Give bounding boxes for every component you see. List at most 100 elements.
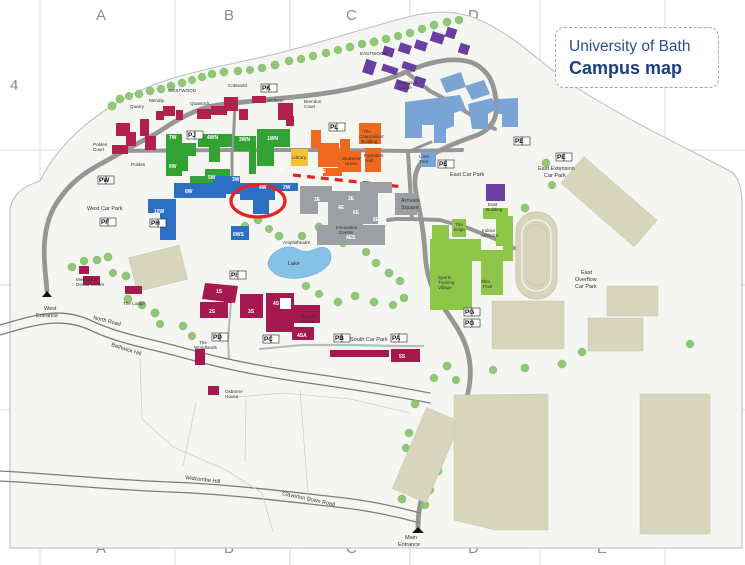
grid-column-c-top: C [346,7,357,24]
pl-code: PL [330,124,338,131]
eastwood-label: EASTWOOD [360,51,387,56]
the-woodlands-label-2: Woodlands [194,345,218,350]
grid-column-d-top: D [468,7,479,24]
building-3w: 3W [232,177,240,183]
west-entrance-label-1: West [44,306,57,312]
main-entrance-label-2: Entrance [398,542,420,548]
building-6ws: 6WS [233,232,245,238]
parking-symbol-text: PW PJ PK PL PE PE PE PC PD PB PA PG PI P… [99,85,566,343]
west-residential [112,96,294,154]
grid-column-b-top: B [224,7,234,24]
building-7w: 7W [169,135,177,141]
amphitheatre-label: Amphitheatre [283,240,311,245]
building-10w: 10W [154,209,165,215]
main-entrance-label-1: Main [405,535,417,541]
indoor-athletics-label-1: Indoor [482,228,495,233]
pb-code: PB [335,335,344,342]
the-chancellors-building-label-2: Chancellors' [359,134,384,139]
central-orange-buildings [291,123,381,176]
south-buildings [79,266,420,395]
highlight-route [292,173,405,189]
grid-row-4-left: 4 [10,77,18,94]
polden-court-label-2: Court [93,147,105,152]
founders-hall-label-1: Founders [364,153,384,158]
sports-training-village-label-1: Sports [438,275,452,280]
winter-centre-label-1: Winter [302,314,316,319]
pe-code-right: PE [557,154,566,161]
the-lodge-label: The Lodge [123,301,145,306]
mendip-label: Mendip [149,98,165,103]
map-title-campus: Campus map [569,58,683,78]
pf-code: PF [101,219,109,226]
pg-code-top: PG [465,309,474,316]
winter-centre-label-2: Centre [302,319,316,324]
sports-training-village-label-3: Village [438,285,452,290]
slim-pool-label-1: Slim [481,279,490,284]
innovation-centre-label-2: Centre [339,230,353,235]
arrivals-square-label-1: Arrivals [401,198,420,204]
lime-tree-label-1: Lime [419,154,429,159]
building-codes: 10W 8W 7W 6W 5W 4W 3W 2W 1W 1WN 3WN 4WN … [154,135,406,360]
wolfson-label: Wolfson [267,98,284,103]
main-entrance-marker [412,527,424,533]
eastwood-buildings [362,26,505,201]
building-1wn: 1WN [267,136,279,142]
quantock-label: Quantock [190,101,210,106]
building-2w: 2W [283,185,291,191]
osborne-house-label-1: Osborne [225,389,243,394]
medical-centre-label-2: Dental Centre [76,282,105,287]
building-4wn: 4WN [207,135,219,141]
building-6e: 6E [353,210,360,216]
building-4es: 4ES [346,235,356,241]
students-union-label-1: Students' [342,156,361,161]
arrivals-square-label-2: Square [401,205,419,211]
slim-pool-label-2: Pool [483,284,492,289]
building-1s: 1S [216,289,223,295]
pe-code-mid: PE [439,161,448,168]
widcombe-hill-label: Widcombe Hill [185,475,221,485]
polden-court-label-1: Polden [93,142,108,147]
east-overflow-car-park-label-1: East [581,270,592,276]
sports-buildings [430,208,513,310]
medical-centre-label-1: Medical & [76,277,96,282]
polden-label: Polden [131,162,146,167]
building-4sa: 4SA [297,333,307,339]
campus-boundary [9,11,743,549]
building-1w: 1W [277,167,285,173]
eastwood-lodge-label-2: Lodge [399,85,412,90]
building-4w: 4W [259,185,267,191]
map-title-university: University of Bath [569,38,691,55]
building-8e: 8E [373,217,380,223]
the-chancellors-building-label-3: Building [361,139,378,144]
students-union-label-2: Union [345,161,357,166]
pw-code: PW [99,177,110,184]
highlight-circle [229,183,287,219]
athletics-track [515,211,558,300]
east-extension-car-park-label-2: Car Park [544,173,566,179]
lime-tree-label-2: Tree [419,159,429,164]
east-building-label-2: Building [486,207,503,212]
pa-code: PA [392,335,401,342]
pg-code: PG [465,320,474,327]
brendon-court-label-2: Court [304,104,316,109]
library-label: Library [292,155,307,160]
innovation-centre-label-1: Innovation [336,225,358,230]
central-grey-buildings [300,182,417,245]
ph-code: PH [151,220,160,227]
building-4e: 4E [338,205,345,211]
east-car-park-label: East Car Park [450,172,484,178]
west-car-park-label: West Car Park [87,206,123,212]
pi-code: PI [231,272,237,279]
sports-training-village-label-2: Training [438,280,455,285]
east-overflow-car-park-label-3: Car Park [575,284,597,290]
lake-label: Lake [288,261,300,267]
pc-code: PC [264,336,273,343]
east-extension-car-park-label-1: East Extension [538,166,575,172]
pj-code: PJ [188,132,196,139]
eastwood-lodge-label-1: Eastwood [397,80,418,85]
south-car-park-label: South Car Park [350,337,388,343]
lake [267,246,332,279]
the-woodlands-label-1: The [199,340,207,345]
